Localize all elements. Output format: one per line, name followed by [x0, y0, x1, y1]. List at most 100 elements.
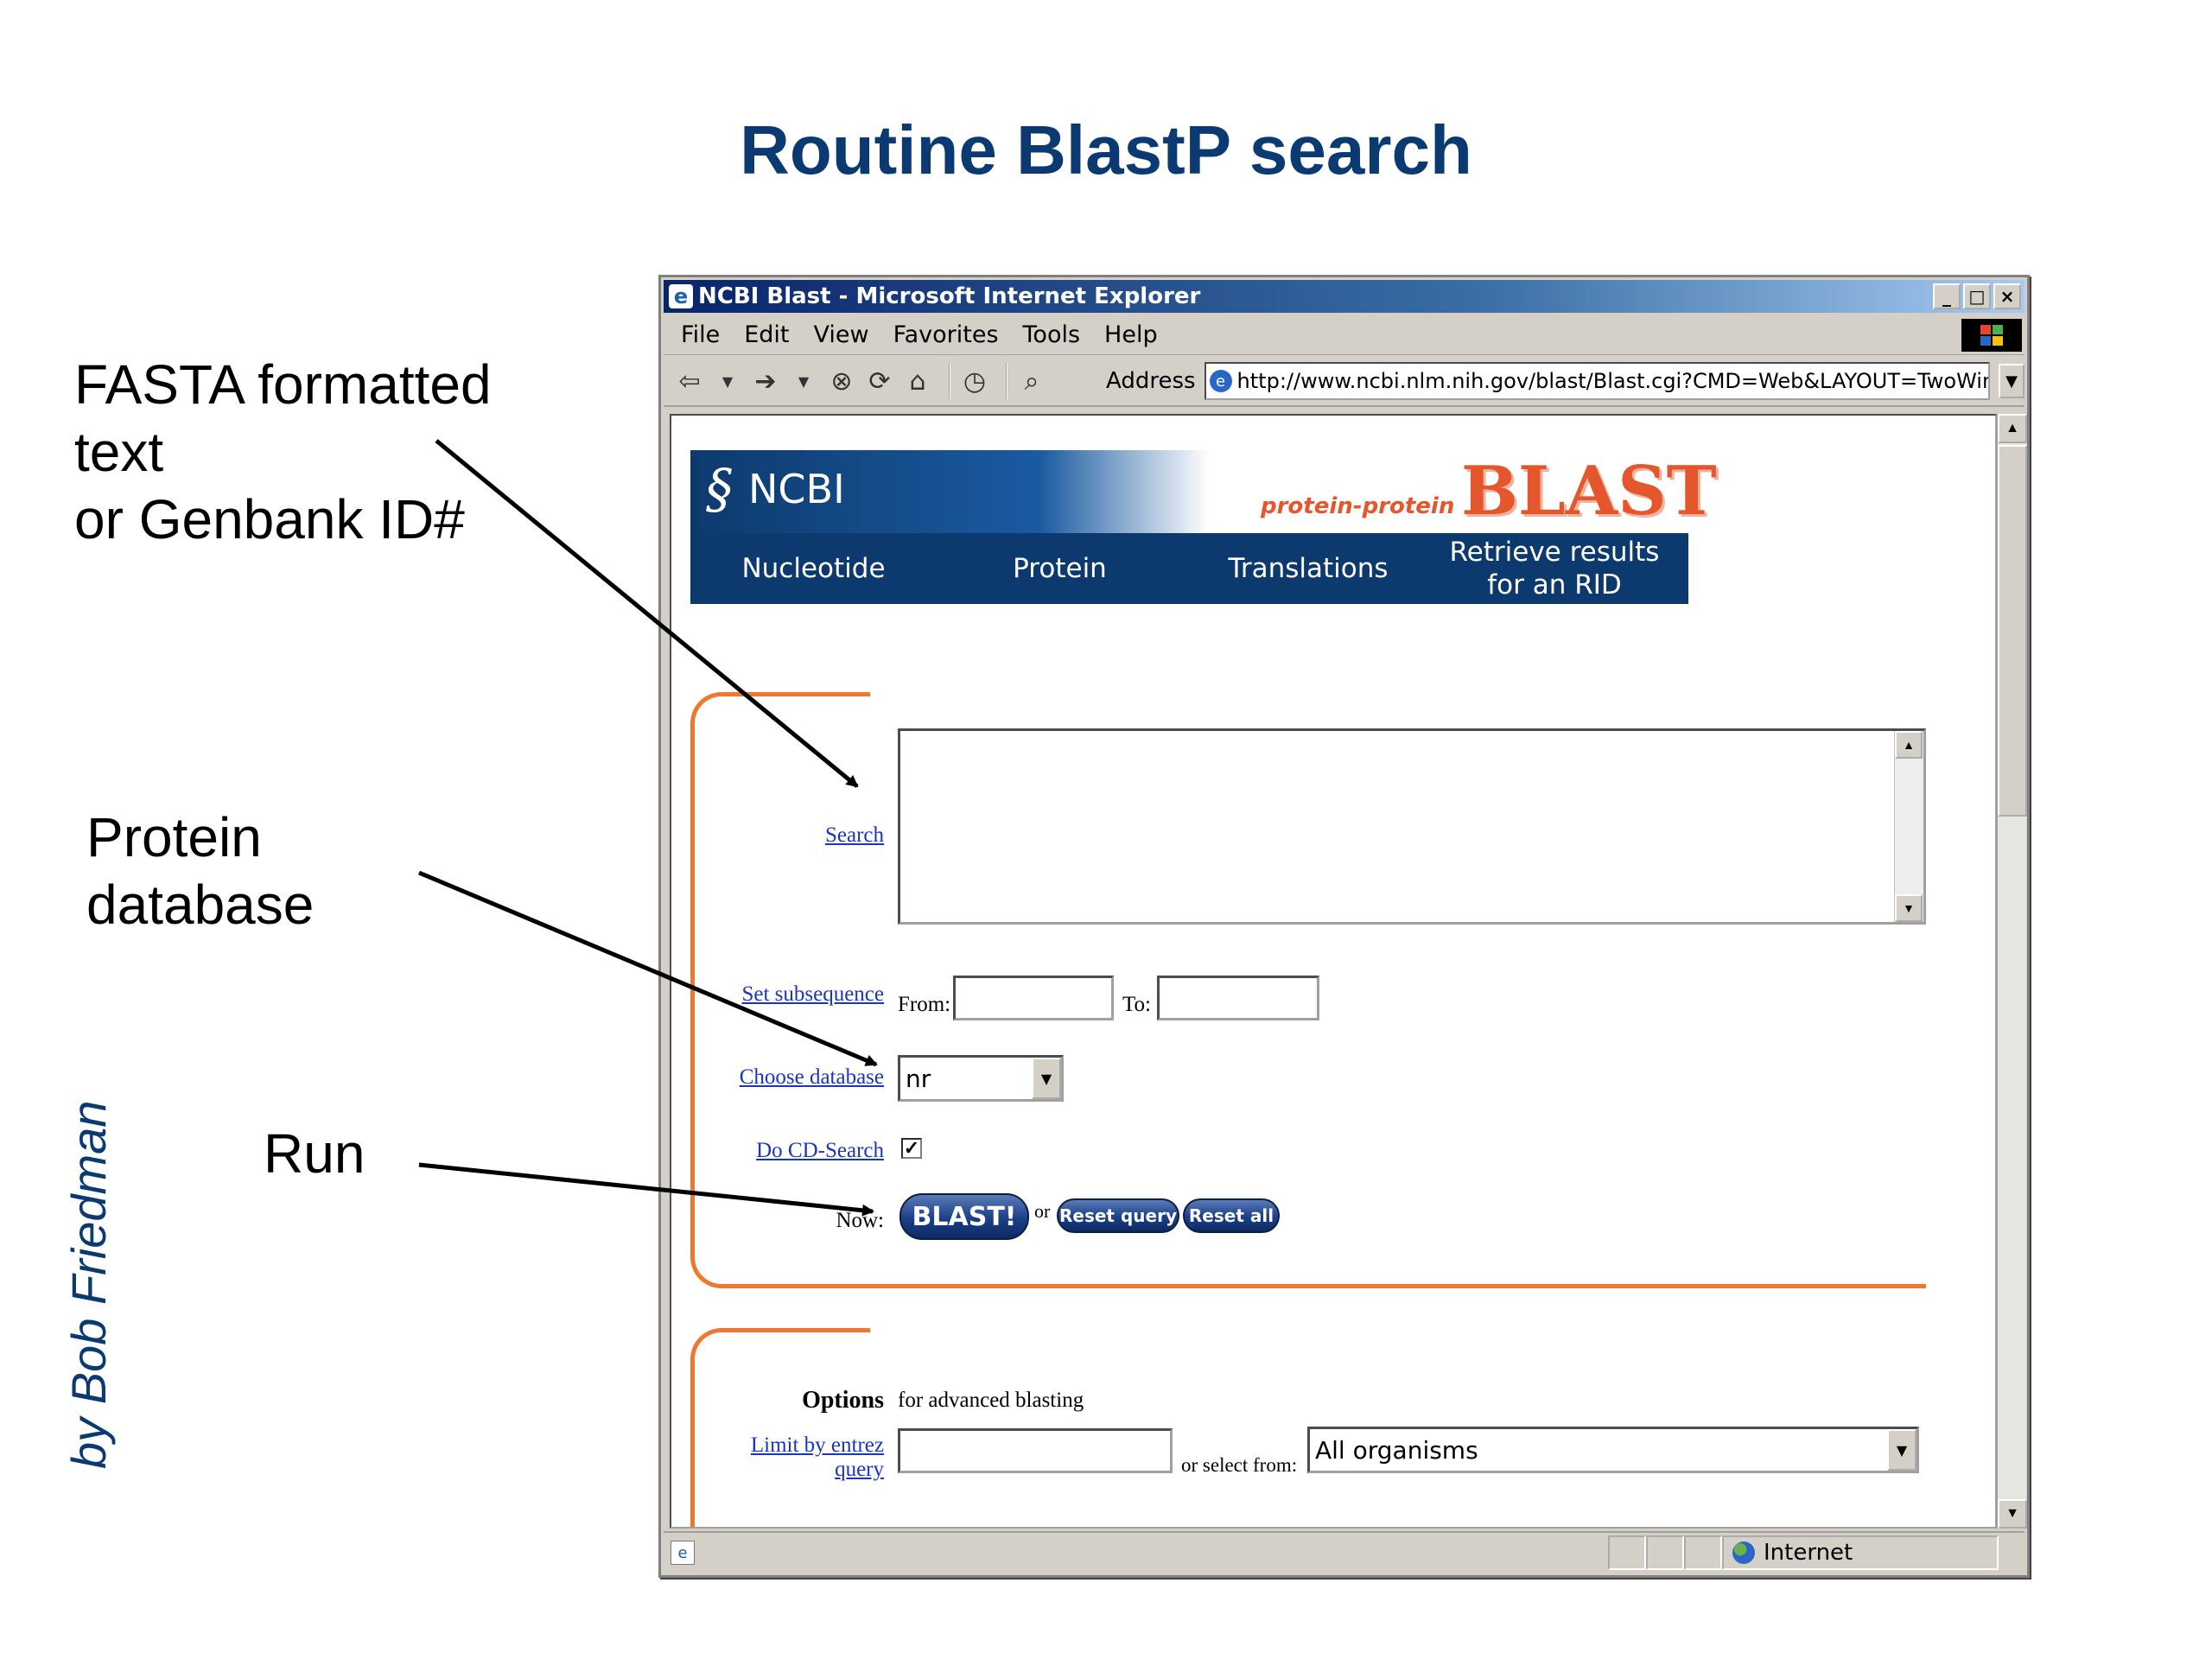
select-from-label: or select from:	[1181, 1454, 1298, 1476]
from-label: From:	[898, 993, 951, 1016]
forward-dropdown-icon[interactable]: ▼	[798, 372, 810, 390]
ncbi-banner: § NCBI protein-protein BLAST	[690, 450, 1717, 533]
search-icon[interactable]: ⌕	[1024, 365, 1039, 397]
history-icon[interactable]: ◷	[963, 365, 987, 397]
refresh-icon[interactable]: ⟳	[868, 365, 891, 397]
callout-fasta: FASTA formatted text or Genbank ID#	[74, 351, 492, 553]
set-subsequence-link[interactable]: Set subsequence	[741, 982, 884, 1006]
menu-help[interactable]: Help	[1104, 321, 1158, 348]
ncbi-nav: Nucleotide Protein Translations Retrieve…	[690, 533, 1688, 604]
security-zone: Internet	[1722, 1535, 1999, 1570]
chevron-down-icon[interactable]: ▼	[1032, 1058, 1061, 1099]
address-dropdown-icon[interactable]: ▼	[1999, 364, 2024, 398]
page-scrollbar[interactable]: ▲ ▼	[1997, 414, 2027, 1529]
callout-fasta-line-2: text	[74, 421, 164, 483]
search-textarea[interactable]: ▲ ▼	[898, 728, 1926, 925]
toolbar-separator	[1006, 363, 1007, 399]
bracket-gap	[870, 692, 1929, 696]
reset-all-button[interactable]: Reset all	[1183, 1198, 1280, 1233]
chevron-down-icon[interactable]: ▼	[1887, 1429, 1916, 1471]
menu-bar: File Edit View Favorites Tools Help	[664, 315, 2024, 355]
slide-title: Routine BlastP search	[740, 111, 1472, 188]
entrez-query-input[interactable]	[898, 1428, 1173, 1473]
choose-database-link[interactable]: Choose database	[739, 1065, 884, 1089]
ncbi-logo[interactable]: § NCBI	[706, 457, 845, 520]
options-label: Options	[802, 1387, 884, 1414]
home-icon[interactable]: ⌂	[909, 365, 926, 397]
callout-database-line-1: Protein	[86, 806, 262, 868]
database-selected: nr	[906, 1064, 931, 1093]
to-label: To:	[1122, 993, 1151, 1016]
textarea-scrollbar[interactable]: ▲ ▼	[1894, 731, 1923, 922]
status-bar: e Internet	[664, 1531, 2024, 1573]
nav-retrieve-rid[interactable]: Retrieve results for an RID	[1449, 537, 1660, 601]
forward-arrow-icon[interactable]: ➔	[754, 365, 777, 397]
menu-edit[interactable]: Edit	[744, 321, 790, 348]
scroll-thumb[interactable]	[1998, 445, 2027, 817]
organism-select[interactable]: All organisms ▼	[1307, 1427, 1919, 1473]
search-link[interactable]: Search	[824, 823, 884, 847]
address-label: Address	[1106, 368, 1196, 394]
page-content: § NCBI protein-protein BLAST Nucleotide …	[670, 414, 1997, 1529]
limit-by-entrez-link[interactable]: Limit by entrez query	[749, 1433, 884, 1482]
to-input[interactable]	[1157, 976, 1319, 1020]
resize-grip-icon[interactable]	[1999, 1535, 2024, 1570]
blast-logo: BLAST	[1461, 452, 1717, 531]
window-controls: _ □ ×	[1933, 283, 2021, 309]
limit-label-line-1: Limit by entrez	[750, 1433, 884, 1457]
scroll-down-icon[interactable]: ▼	[1895, 894, 1923, 922]
now-label: Now:	[836, 1209, 884, 1232]
window-title: NCBI Blast - Microsoft Internet Explorer	[698, 283, 1201, 309]
nav-nucleotide[interactable]: Nucleotide	[741, 553, 886, 584]
globe-icon	[1732, 1541, 1755, 1564]
from-input[interactable]	[953, 976, 1114, 1020]
menu-view[interactable]: View	[813, 321, 869, 348]
toolbar-separator	[949, 363, 950, 399]
reset-query-button[interactable]: Reset query	[1057, 1198, 1179, 1233]
status-cell	[1608, 1535, 1646, 1570]
callout-fasta-line-1: FASTA formatted	[74, 353, 492, 416]
nav-protein[interactable]: Protein	[1013, 553, 1107, 584]
scroll-up-icon[interactable]: ▲	[1998, 414, 2027, 443]
menu-tools[interactable]: Tools	[1022, 321, 1081, 348]
status-cell	[1646, 1535, 1684, 1570]
menu-favorites[interactable]: Favorites	[893, 321, 999, 348]
ncbi-logo-text: NCBI	[748, 465, 845, 512]
security-zone-label: Internet	[1764, 1540, 1853, 1566]
browser-window: e NCBI Blast - Microsoft Internet Explor…	[658, 275, 2030, 1578]
status-cells: Internet	[1608, 1535, 2024, 1570]
scroll-up-icon[interactable]: ▲	[1895, 731, 1923, 759]
or-text: or	[1034, 1200, 1051, 1222]
cd-search-checkbox[interactable]: ✓	[901, 1137, 922, 1159]
status-cell	[1684, 1535, 1722, 1570]
toolbar: ⇦ ▼ ➔ ▼ ⊗ ⟳ ⌂ ◷ ⌕ Address e http://www.n…	[664, 357, 2024, 407]
callout-run-line-1: Run	[264, 1122, 365, 1185]
author-credit: by Bob Friedman	[61, 1100, 116, 1469]
blast-button[interactable]: BLAST!	[899, 1193, 1029, 1240]
title-bar[interactable]: e NCBI Blast - Microsoft Internet Explor…	[664, 280, 2024, 313]
minimize-button[interactable]: _	[1933, 283, 1961, 309]
back-arrow-icon[interactable]: ⇦	[678, 365, 701, 397]
ncbi-header: § NCBI protein-protein BLAST Nucleotide …	[690, 450, 1717, 604]
address-bar[interactable]: e http://www.ncbi.nlm.nih.gov/blast/Blas…	[1204, 362, 1990, 400]
bracket-gap	[870, 1328, 1129, 1332]
options-note: for advanced blasting	[898, 1389, 1084, 1412]
stop-icon[interactable]: ⊗	[830, 365, 853, 397]
cd-search-link[interactable]: Do CD-Search	[756, 1139, 884, 1162]
organism-selected: All organisms	[1315, 1435, 1478, 1465]
nav-translations[interactable]: Translations	[1228, 553, 1389, 584]
maximize-button[interactable]: □	[1963, 283, 1991, 309]
page-icon: e	[1209, 370, 1232, 392]
address-url: http://www.ncbi.nlm.nih.gov/blast/Blast.…	[1236, 369, 1990, 393]
close-button[interactable]: ×	[1993, 283, 2021, 309]
scroll-down-icon[interactable]: ▼	[1998, 1499, 2027, 1529]
page-status-icon: e	[671, 1541, 695, 1565]
database-select[interactable]: nr ▼	[898, 1055, 1064, 1102]
callout-run: Run	[264, 1120, 365, 1187]
callout-database: Protein database	[86, 804, 314, 938]
callout-fasta-line-3: or Genbank ID#	[74, 488, 465, 550]
menu-file[interactable]: File	[681, 321, 721, 348]
windows-logo-icon	[1961, 319, 2022, 352]
product-prefix: protein-protein	[1261, 493, 1455, 519]
back-dropdown-icon[interactable]: ▼	[721, 372, 734, 390]
